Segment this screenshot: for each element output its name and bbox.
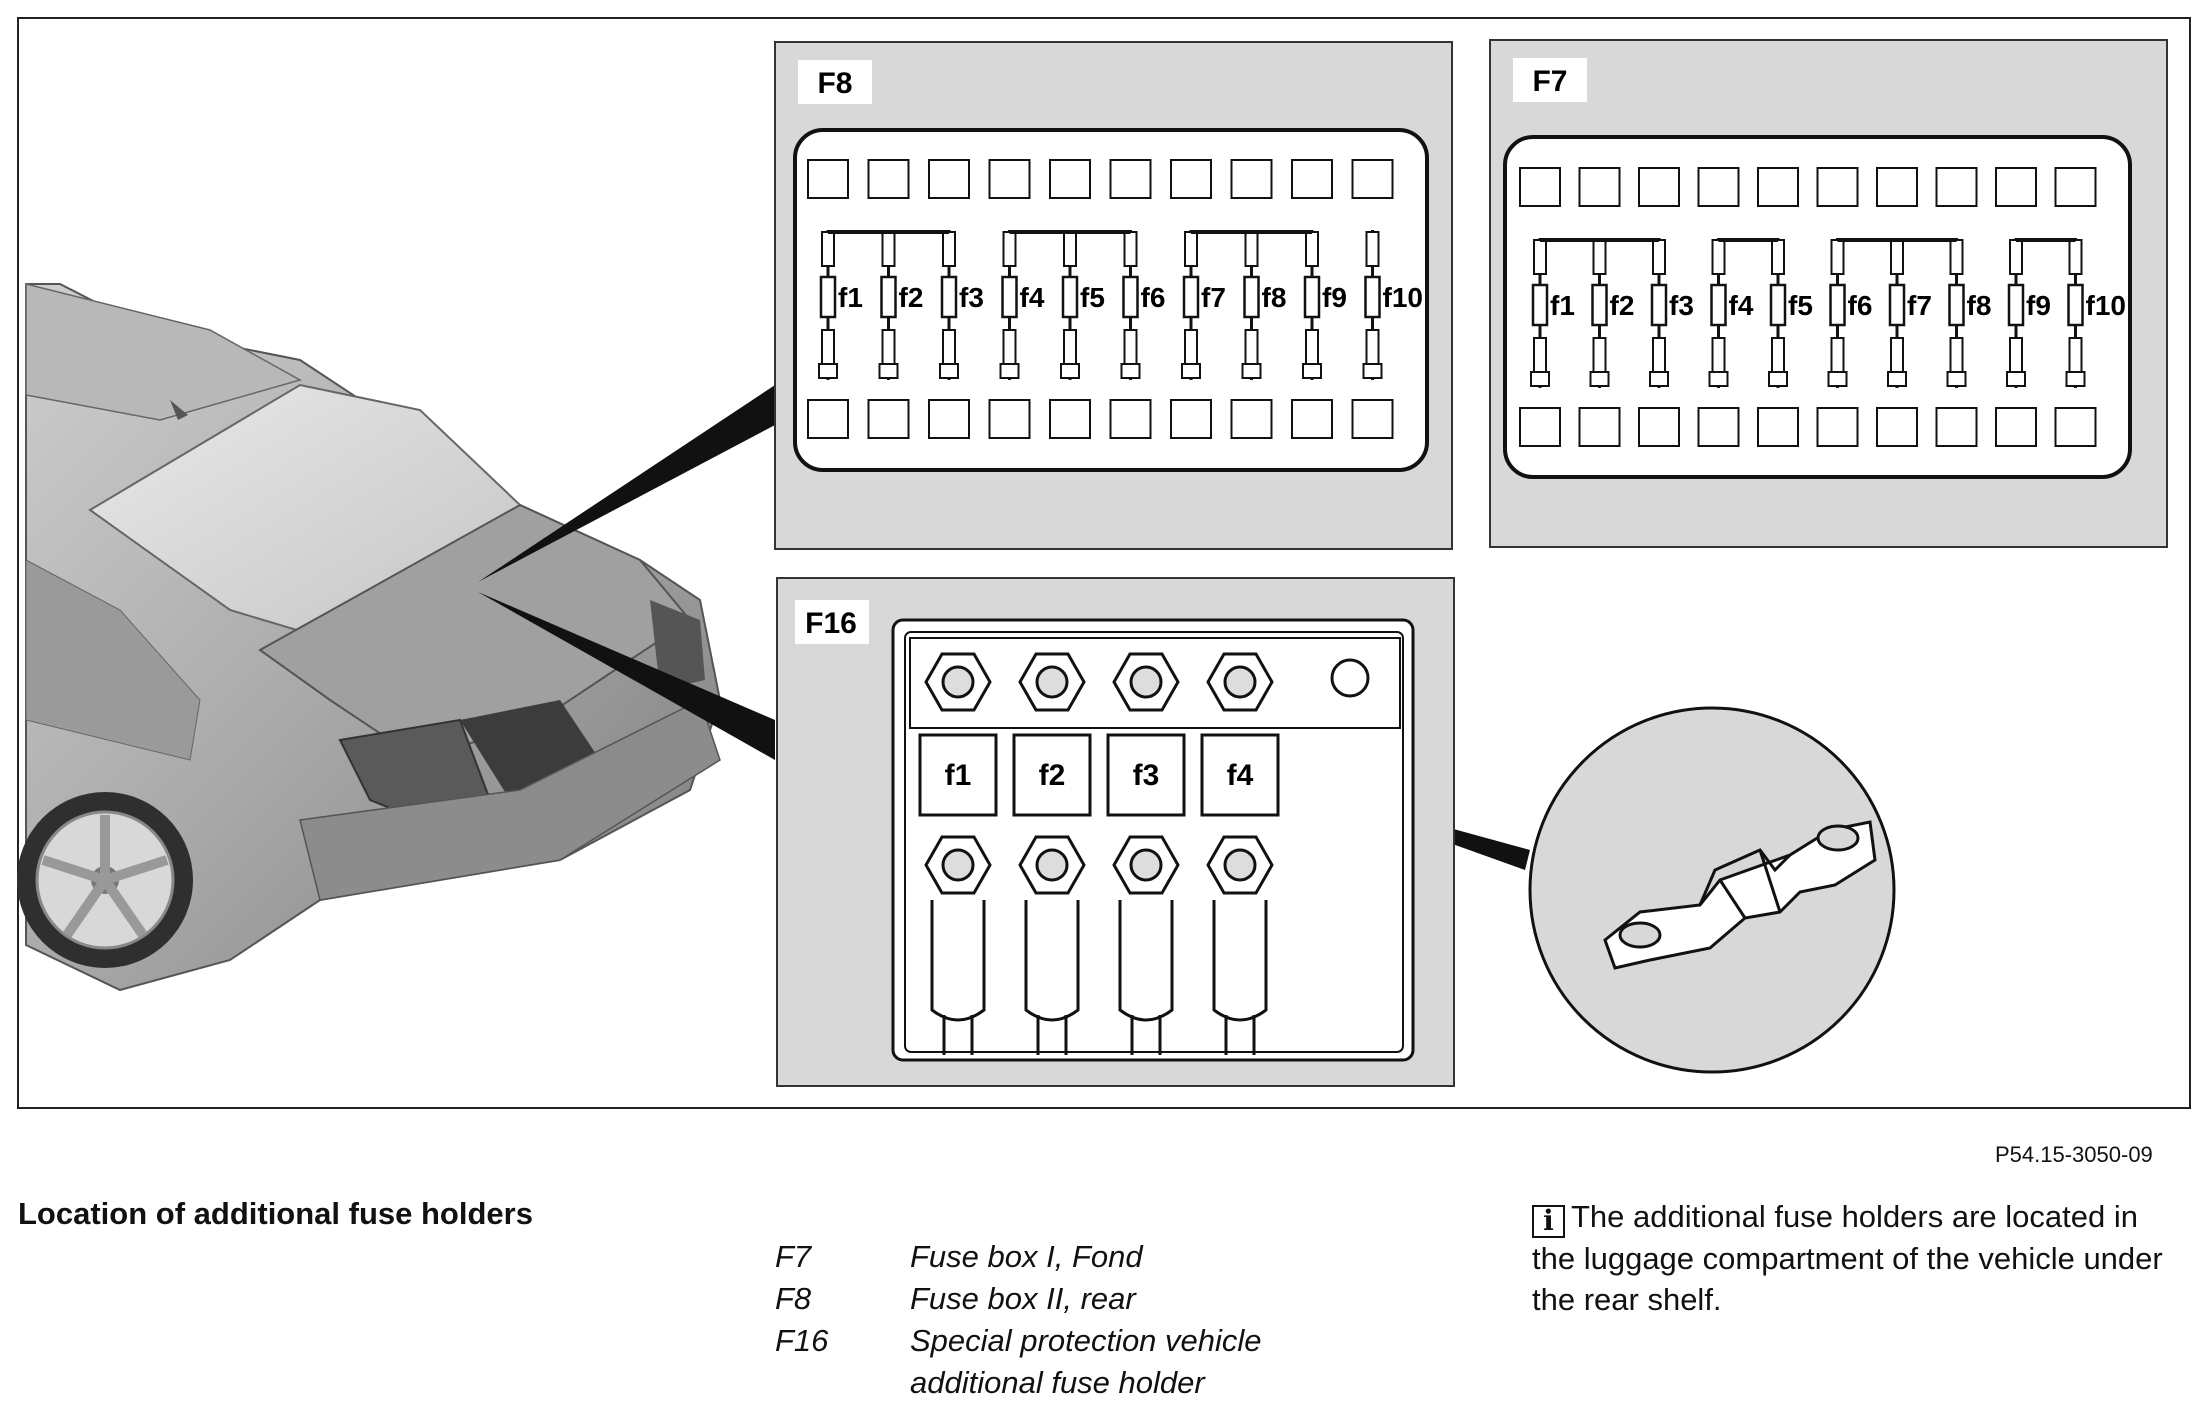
fuse-slot: f8 <box>1230 159 1287 439</box>
fuse-slot: f1 <box>1519 167 1575 447</box>
fuse-label: f1 <box>838 282 863 313</box>
fuse-label: f8 <box>1262 282 1287 313</box>
fuse-slot: f5 <box>1049 159 1105 439</box>
legend-description: Fuse box II, rear <box>910 1281 1136 1316</box>
fuse-slot: f4 <box>1697 167 1754 447</box>
fuse-label: f2 <box>899 282 924 313</box>
fuse-slot: f9 <box>1995 167 2051 447</box>
fuse-location-diagram: F8 f1 f2 f3 f4 f5 f6 f7 f8 f9 f10 F7 f1 f2 f3 f4 f5 f6… <box>17 17 2191 1109</box>
fuse-slot: f8 <box>1935 167 1992 447</box>
panel-label-f7: F7 <box>1532 65 1567 98</box>
leader-to-f8 <box>478 385 775 582</box>
fuse-slot: f6 <box>1109 159 1166 439</box>
fuse-label: f3 <box>1669 290 1694 321</box>
fuse-label: f5 <box>1788 290 1813 321</box>
legend-description: Special protection vehicle additional fu… <box>910 1323 1262 1400</box>
fuse-label: f7 <box>1201 282 1226 313</box>
fuse-label: f4 <box>1020 282 1045 313</box>
legend-item: F16 Special protection vehicle additiona… <box>775 1320 1330 1404</box>
leader-to-f16 <box>478 592 775 760</box>
fuse-label: f3 <box>1133 759 1160 792</box>
legend: F7 Fuse box I, Fond F8 Fuse box II, rear… <box>775 1236 1330 1404</box>
fuse-label: f2 <box>1610 290 1635 321</box>
fuse-row-f8: f1 f2 f3 f4 f5 f6 f7 f8 f9 f10 <box>807 159 1423 439</box>
high-current-fuse: f4 <box>1200 652 1280 1055</box>
fuse-row-f16: f1 f2 f3 f4 <box>918 652 1280 1055</box>
fuse-row-f7: f1 f2 f3 f4 f5 f6 f7 f8 f9 f10 <box>1519 167 2126 447</box>
high-current-fuse: f3 <box>1106 652 1186 1055</box>
high-current-fuse: f2 <box>1012 652 1092 1055</box>
fuse-label: f7 <box>1907 290 1932 321</box>
panel-f16: F16 f1 f2 f3 f4 <box>776 577 1455 1087</box>
fuse-label: f9 <box>1322 282 1347 313</box>
fuse-slot: f10 <box>2054 167 2126 447</box>
trunk-lid <box>258 503 692 762</box>
fuse-slot: f3 <box>1638 167 1694 447</box>
fuse-detail-magnifier <box>1528 706 1896 1074</box>
info-icon: i <box>1532 1205 1565 1238</box>
legend-code: F16 <box>775 1323 829 1358</box>
fuse-slot: f5 <box>1757 167 1813 447</box>
caption-title: Location of additional fuse holders <box>18 1196 533 1231</box>
car-illustration <box>17 283 722 992</box>
info-note-text: The additional fuse holders are located … <box>1532 1199 2163 1317</box>
panel-f8: F8 f1 f2 f3 f4 f5 f6 f7 f8 f9 f10 <box>774 41 1453 550</box>
legend-code: F7 <box>775 1239 812 1274</box>
fuse-label: f1 <box>945 759 972 792</box>
fuse-slot: f2 <box>867 159 924 439</box>
panel-f7: F7 f1 f2 f3 f4 f5 f6 f7 f8 f9 f10 <box>1489 39 2168 548</box>
fuse-slot: f4 <box>988 159 1045 439</box>
legend-item: F8 Fuse box II, rear <box>775 1278 1330 1320</box>
panel-label-f8: F8 <box>817 67 852 100</box>
fuse-label: f10 <box>1383 282 1423 313</box>
fuse-label: f10 <box>2086 290 2126 321</box>
fuse-slot: f6 <box>1816 167 1873 447</box>
fuse-slot: f9 <box>1291 159 1347 439</box>
fuse-slot: f3 <box>928 159 984 439</box>
fuse-slot: f1 <box>807 159 863 439</box>
fuse-label: f6 <box>1141 282 1166 313</box>
figure-reference-number: P54.15-3050-09 <box>1995 1142 2153 1167</box>
fuse-label: f2 <box>1039 759 1066 792</box>
fuse-label: f1 <box>1550 290 1575 321</box>
fuse-slot: f10 <box>1351 159 1423 439</box>
fuse-label: f5 <box>1080 282 1105 313</box>
fuse-slot: f2 <box>1578 167 1635 447</box>
fuse-slot: f7 <box>1170 159 1226 439</box>
rear-bumper <box>299 698 721 901</box>
legend-code: F8 <box>775 1281 812 1316</box>
panel-label-f16: F16 <box>805 607 857 640</box>
mounting-hole <box>1330 658 1370 698</box>
fuse-label: f8 <box>1967 290 1992 321</box>
fuse-label: f4 <box>1729 290 1754 321</box>
fuse-label: f9 <box>2026 290 2051 321</box>
fuse-label: f3 <box>959 282 984 313</box>
wheel <box>17 792 193 968</box>
legend-item: F7 Fuse box I, Fond <box>775 1236 1330 1278</box>
fuse-label: f4 <box>1227 759 1254 792</box>
fuse-label: f6 <box>1848 290 1873 321</box>
fuse-slot: f7 <box>1876 167 1932 447</box>
high-current-fuse: f1 <box>918 652 998 1055</box>
legend-description: Fuse box I, Fond <box>910 1239 1143 1274</box>
